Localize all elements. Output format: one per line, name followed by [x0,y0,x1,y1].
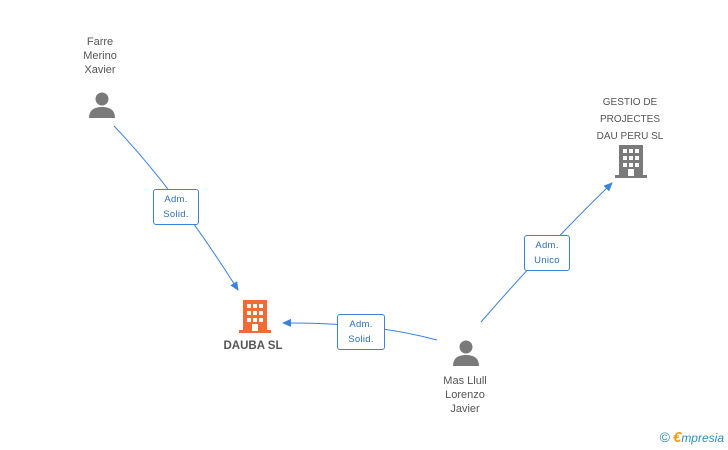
edge-label-mas-gestio[interactable]: Adm. Unico [524,235,570,271]
building-icon[interactable] [239,299,271,333]
node-label-farre: Farre Merino Xavier [83,36,117,76]
node-label-dauba: DAUBA SL [223,340,283,352]
empresia-logo: ©€mpresia [659,429,724,446]
building-icon[interactable] [615,144,647,178]
person-icon[interactable] [451,338,481,368]
edge-label-farre-dauba[interactable]: Adm. Solid. [153,189,199,225]
edge-label-mas-dauba[interactable]: Adm. Solid. [337,314,385,350]
node-label-gestio: GESTIO DE PROJECTES DAU PERU SL [596,97,664,142]
copyright-icon: © [659,429,670,445]
person-icon[interactable] [87,90,117,120]
node-label-mas: Mas Llull Lorenzo Javier [443,375,487,415]
